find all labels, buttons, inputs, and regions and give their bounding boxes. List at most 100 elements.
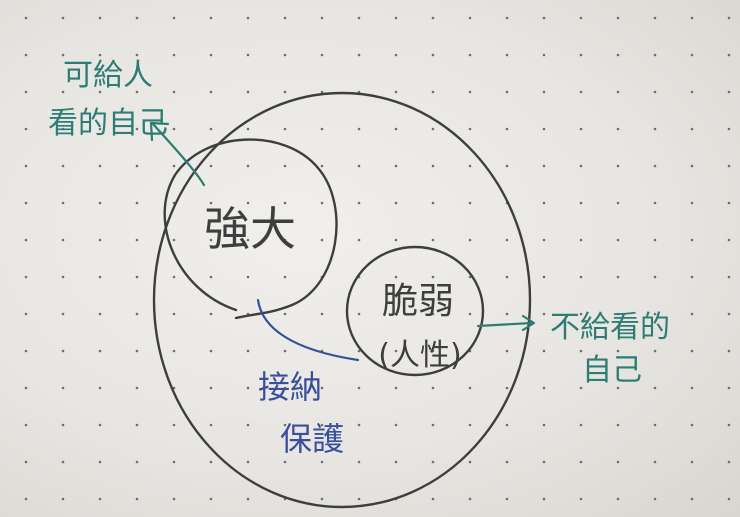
grid-dot — [579, 53, 583, 57]
grid-dot — [468, 275, 472, 279]
grid-dot — [61, 53, 65, 57]
grid-dot — [209, 460, 213, 464]
grid-dot — [283, 201, 287, 205]
grid-dot — [61, 201, 65, 205]
grid-dot — [61, 238, 65, 242]
grid-dot — [98, 423, 102, 427]
grid-dot — [579, 275, 583, 279]
grid-dot — [468, 423, 472, 427]
grid-dot — [505, 497, 509, 501]
grid-dot — [24, 423, 28, 427]
grid-dot — [431, 497, 435, 501]
grid-dot — [431, 275, 435, 279]
grid-dot — [246, 238, 250, 242]
grid-dot — [579, 164, 583, 168]
hidden-label-line2: 自己 — [582, 353, 642, 388]
grid-dot — [394, 53, 398, 57]
grid-dot — [616, 460, 620, 464]
show-others-label-line2: 看的自己 — [48, 106, 168, 141]
grid-dot — [135, 460, 139, 464]
grid-dot — [283, 423, 287, 427]
grid-dot — [320, 53, 324, 57]
grid-dot — [505, 127, 509, 131]
grid-dot — [468, 90, 472, 94]
grid-dot — [357, 497, 361, 501]
grid-dot — [616, 349, 620, 353]
grid-dot — [172, 90, 176, 94]
grid-dot — [431, 349, 435, 353]
grid-dot — [727, 53, 731, 57]
strong-circle — [163, 138, 338, 320]
human-nature-label: (人性) — [378, 338, 461, 373]
grid-dot — [431, 53, 435, 57]
grid-dot — [98, 312, 102, 316]
grid-dot — [246, 127, 250, 131]
grid-dot — [246, 423, 250, 427]
grid-dot — [283, 275, 287, 279]
grid-dot — [320, 238, 324, 242]
grid-dot — [653, 201, 657, 205]
grid-dot — [616, 312, 620, 316]
grid-dot — [98, 201, 102, 205]
grid-dot — [209, 423, 213, 427]
grid-dot — [727, 497, 731, 501]
grid-dot — [542, 164, 546, 168]
strong-label: 強大 — [204, 202, 296, 256]
grid-dot — [727, 201, 731, 205]
grid-dot — [135, 386, 139, 390]
grid-dot — [209, 53, 213, 57]
grid-dot — [394, 238, 398, 242]
grid-dot — [357, 201, 361, 205]
grid-dot — [431, 312, 435, 316]
grid-dot — [505, 386, 509, 390]
grid-dot — [468, 497, 472, 501]
grid-dot — [135, 349, 139, 353]
grid-dot — [98, 90, 102, 94]
grid-dot — [727, 275, 731, 279]
grid-dot — [61, 497, 65, 501]
grid-dot — [505, 349, 509, 353]
grid-dot — [135, 423, 139, 427]
grid-dot — [61, 349, 65, 353]
grid-dot — [320, 497, 324, 501]
grid-dot — [690, 423, 694, 427]
grid-dot — [505, 16, 509, 20]
grid-dot — [283, 349, 287, 353]
grid-dot — [690, 312, 694, 316]
grid-dot — [505, 423, 509, 427]
grid-dot — [616, 53, 620, 57]
grid-dot — [24, 53, 28, 57]
grid-dot — [394, 423, 398, 427]
hidden-arrow-line — [476, 321, 534, 328]
grid-dot — [690, 497, 694, 501]
grid-dot — [579, 423, 583, 427]
grid-dot — [172, 275, 176, 279]
grid-dot — [579, 312, 583, 316]
grid-dot — [61, 423, 65, 427]
grid-dot — [542, 127, 546, 131]
grid-dot — [690, 90, 694, 94]
grid-dot — [542, 312, 546, 316]
grid-dot — [209, 312, 213, 316]
grid-dot — [24, 201, 28, 205]
grid-dot — [505, 275, 509, 279]
grid-dot — [283, 127, 287, 131]
grid-dot — [690, 16, 694, 20]
grid-dot — [209, 238, 213, 242]
grid-dot — [24, 497, 28, 501]
grid-dot — [653, 275, 657, 279]
grid-dot — [98, 53, 102, 57]
grid-dot — [394, 16, 398, 20]
grid-dot — [394, 90, 398, 94]
grid-dot — [246, 497, 250, 501]
grid-dot — [172, 312, 176, 316]
grid-dot — [542, 238, 546, 242]
grid-dot — [172, 349, 176, 353]
grid-dot — [616, 201, 620, 205]
grid-dot — [357, 386, 361, 390]
grid-dot — [653, 497, 657, 501]
grid-dot — [246, 460, 250, 464]
grid-dot — [172, 16, 176, 20]
grid-dot — [24, 386, 28, 390]
grid-dot — [283, 312, 287, 316]
